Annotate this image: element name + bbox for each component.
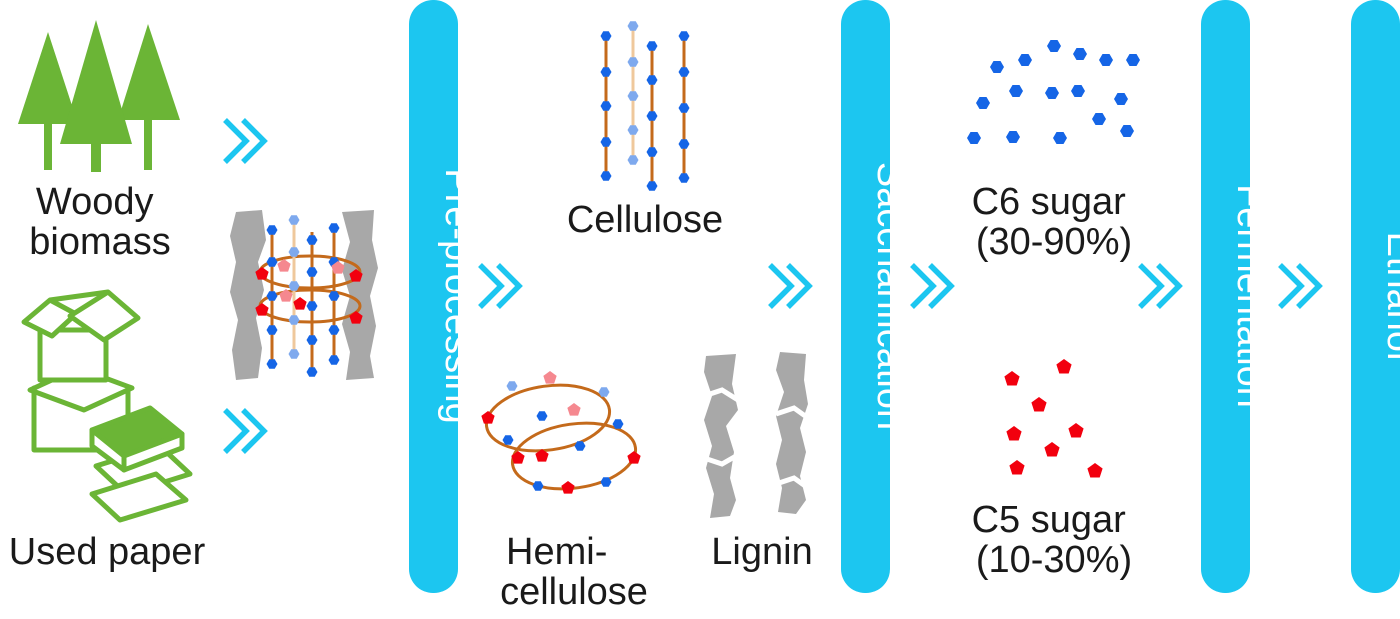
tree-icon: [18, 20, 180, 172]
lignin-label: Lignin: [711, 531, 812, 573]
cellulose-label: Cellulose: [567, 199, 723, 241]
svg-text:Fermentation: Fermentation: [1229, 184, 1271, 408]
lignin-illustration: [704, 352, 808, 518]
paper-boxes-icon: [21, 289, 141, 453]
hemicellulose-label: Hemi- cellulose: [500, 531, 648, 613]
svg-text:Saccharification: Saccharification: [869, 162, 911, 430]
stage-bar-preprocessing: Pre-processing: [409, 0, 479, 593]
svg-text:Ethanol: Ethanol: [1379, 232, 1400, 361]
stage-bar-saccharification: Saccharification: [841, 0, 911, 593]
c6-sugar-illustration: [967, 39, 1140, 145]
c5-sugar-illustration: [1004, 359, 1103, 478]
woody-biomass-label: Woody biomass: [29, 181, 171, 263]
hemicellulose-illustration: [481, 371, 641, 494]
stage-bar-ethanol: Ethanol: [1351, 0, 1400, 593]
cellulose-illustration: [600, 21, 690, 191]
books-icon: [89, 405, 193, 523]
stage-bar-fermentation: Fermentation: [1201, 0, 1271, 593]
c5-sugar-label: C5 sugar (10-30%): [972, 499, 1137, 581]
lignocellulose-complex-illustration: [230, 210, 378, 380]
c6-sugar-label: C6 sugar (30-90%): [972, 181, 1137, 263]
double-chevron-icon: [225, 120, 1319, 452]
svg-text:Pre-processing: Pre-processing: [437, 168, 479, 424]
used-paper-label: Used paper: [9, 531, 206, 573]
